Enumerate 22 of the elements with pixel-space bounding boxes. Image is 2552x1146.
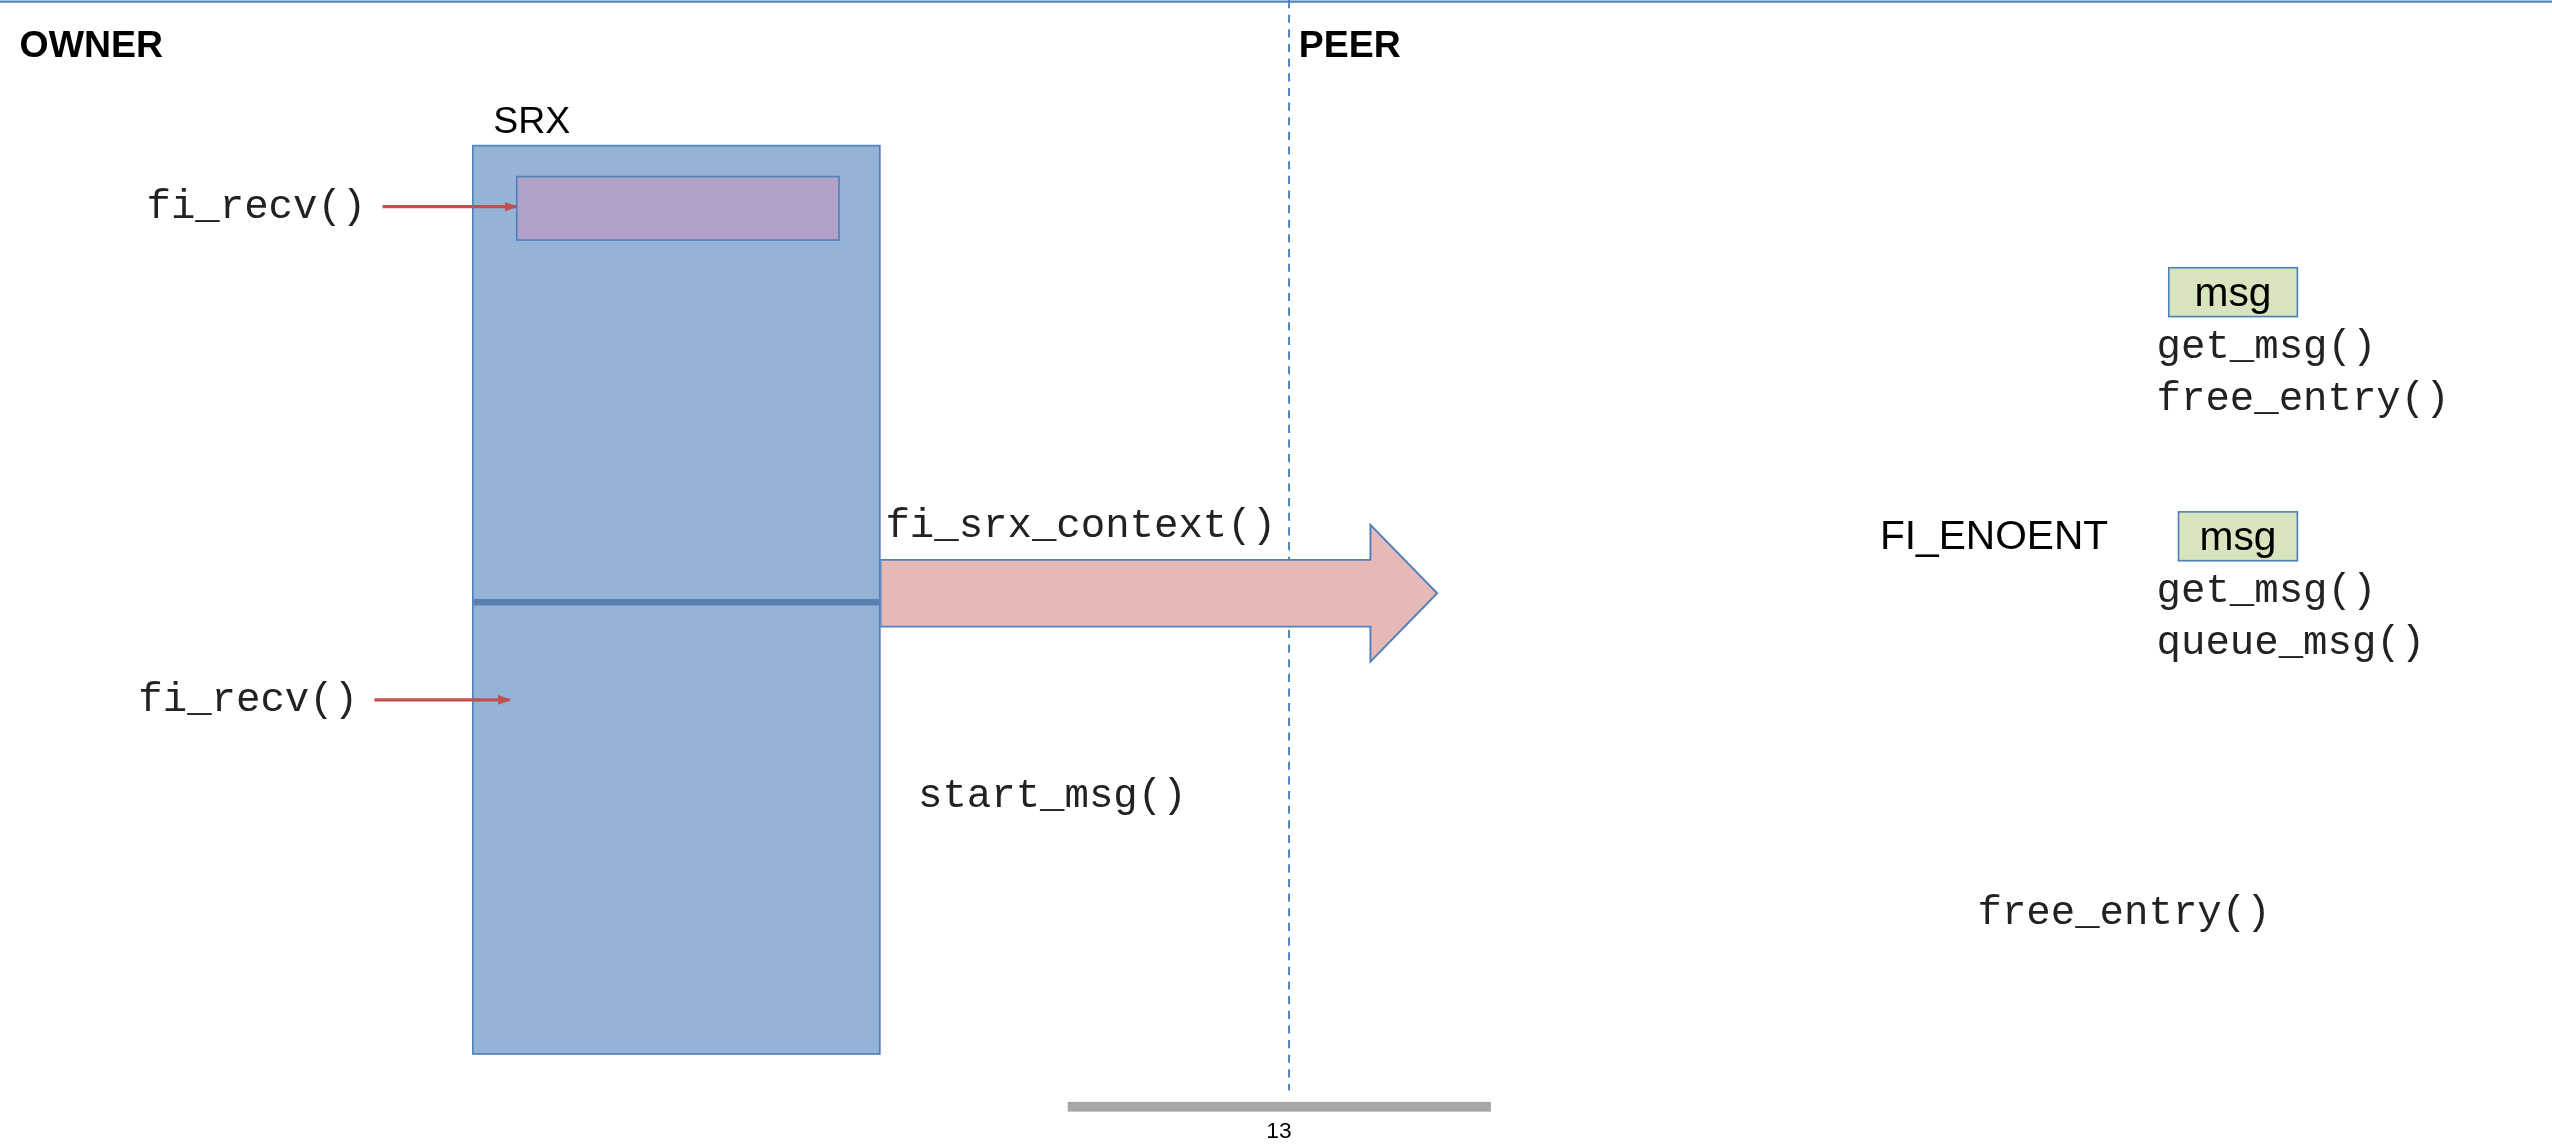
function-name: free_entry() (2156, 376, 2450, 424)
edge-label: fi_srx_context() (885, 502, 1277, 551)
function-name: start_msg() (917, 773, 1187, 821)
receive-buffer-box (515, 175, 840, 241)
arrow (382, 201, 518, 212)
status-code: FI_ENOENT (1879, 511, 2109, 559)
function-name: get_msg() (2156, 568, 2377, 616)
box-label: msg (2198, 512, 2278, 560)
section-heading: OWNER (19, 22, 164, 67)
function-name: fi_recv() (138, 677, 359, 725)
box-heading: SRX (493, 99, 571, 144)
function-name: free_entry() (1977, 890, 2271, 938)
arrow (374, 695, 512, 705)
function-name: queue_msg() (2156, 620, 2426, 668)
block-arrow (879, 522, 1439, 664)
page-number: 13 (1266, 1116, 1292, 1143)
message-box (2177, 511, 2299, 562)
message-box (2167, 266, 2299, 318)
section-heading: PEER (1298, 22, 1401, 67)
function-name: fi_recv() (146, 183, 367, 232)
box-label: msg (2193, 268, 2273, 316)
function-name: get_msg() (2156, 323, 2377, 372)
